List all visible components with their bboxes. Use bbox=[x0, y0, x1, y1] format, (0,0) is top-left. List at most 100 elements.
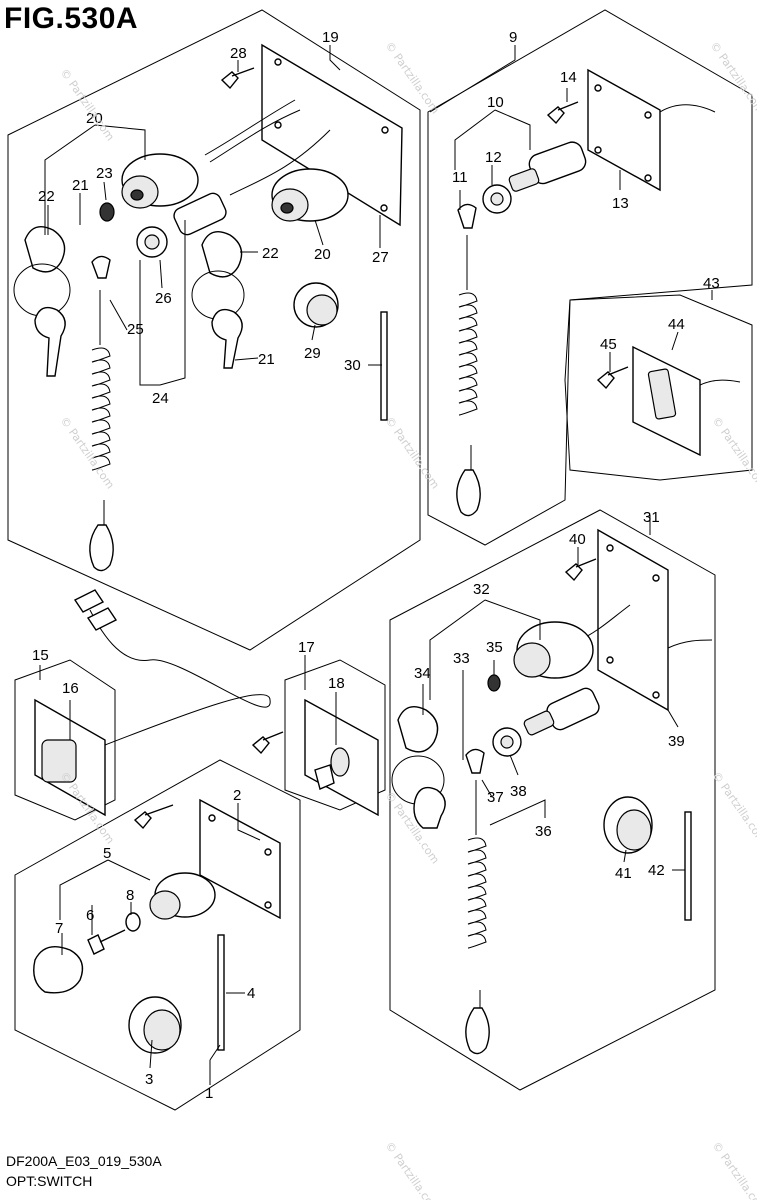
plate-hole bbox=[264, 901, 272, 909]
lanyard-coil bbox=[458, 235, 478, 470]
callout-22b: 22 bbox=[262, 245, 279, 262]
callout-2: 2 bbox=[233, 787, 241, 804]
ignition-switch-32-face bbox=[513, 642, 551, 678]
callout-36: 36 bbox=[535, 823, 552, 840]
key-cover-7 bbox=[33, 946, 84, 994]
key-22-left bbox=[24, 226, 66, 273]
callout-5: 5 bbox=[103, 845, 111, 862]
callout-31: 31 bbox=[643, 509, 660, 526]
figure-description: OPT:SWITCH bbox=[6, 1173, 93, 1189]
callout-11: 11 bbox=[452, 169, 468, 186]
lanyard-coil-25 bbox=[91, 290, 111, 525]
ignition-switch-keyhole bbox=[280, 202, 294, 214]
callout-28: 28 bbox=[230, 45, 247, 62]
stop-switch-cable bbox=[659, 104, 716, 113]
callout-32: 32 bbox=[473, 581, 490, 598]
callout-19: 19 bbox=[322, 29, 339, 46]
stop-switch-shaft bbox=[523, 710, 555, 736]
cap-29-rim bbox=[306, 294, 338, 326]
callout-7: 7 bbox=[55, 920, 63, 937]
watermark: © Partzilla.com bbox=[708, 39, 757, 116]
leader-lines bbox=[39, 45, 713, 1085]
watermark: © Partzilla.com bbox=[710, 769, 757, 846]
switch-18-lever bbox=[314, 764, 335, 790]
plate-hole bbox=[380, 204, 388, 212]
plate-hole bbox=[274, 58, 282, 66]
callout-18: 18 bbox=[328, 675, 345, 692]
callout-20a: 20 bbox=[86, 110, 103, 127]
callout-43: 43 bbox=[703, 275, 720, 292]
figure-title: FIG.530A bbox=[4, 2, 139, 35]
callout-21b: 21 bbox=[258, 351, 275, 368]
callout-33: 33 bbox=[453, 650, 470, 667]
group-outline-top-left bbox=[7, 9, 421, 651]
mounting-plate-2 bbox=[199, 798, 281, 920]
screw bbox=[133, 804, 174, 830]
plate-hole bbox=[594, 146, 602, 154]
callout-30: 30 bbox=[344, 357, 361, 374]
connector bbox=[73, 589, 118, 631]
callout-12: 12 bbox=[485, 149, 502, 166]
callout-8: 8 bbox=[126, 887, 134, 904]
wire-harness bbox=[204, 99, 296, 156]
plate-hole bbox=[606, 544, 614, 552]
washer-35 bbox=[487, 674, 501, 692]
callout-26: 26 bbox=[155, 290, 172, 307]
plate-hole bbox=[644, 174, 652, 182]
cable-tie-4 bbox=[217, 934, 225, 1051]
callout-1: 1 bbox=[205, 1085, 213, 1102]
mounting-plate-19 bbox=[261, 43, 403, 227]
callout-20b: 20 bbox=[314, 246, 331, 263]
lanyard-clip bbox=[91, 255, 111, 279]
callout-34: 34 bbox=[414, 665, 431, 682]
watermark: © Partzilla.com bbox=[58, 66, 117, 143]
plate-hole bbox=[274, 121, 282, 129]
callout-44: 44 bbox=[668, 316, 685, 333]
screw-40 bbox=[564, 558, 597, 582]
lanyard-snap-hook bbox=[89, 524, 114, 572]
key-21-right bbox=[211, 308, 243, 369]
group-outline-switch-15 bbox=[14, 659, 116, 821]
plate-hole bbox=[652, 574, 660, 582]
key-33 bbox=[413, 786, 446, 829]
plate-hole bbox=[208, 814, 216, 822]
lanyard-clip-37 bbox=[465, 748, 485, 774]
washer-8 bbox=[125, 912, 141, 932]
switch-16-cable bbox=[89, 609, 271, 746]
callout-10: 10 bbox=[487, 94, 504, 111]
callout-35: 35 bbox=[486, 639, 503, 656]
ignition-switch-keyhole bbox=[130, 189, 144, 201]
callout-3: 3 bbox=[145, 1071, 153, 1088]
group-outline-bottom-left bbox=[14, 759, 301, 1111]
rocker-switch bbox=[647, 368, 677, 420]
callout-38: 38 bbox=[510, 783, 527, 800]
group-outline-switch-17 bbox=[284, 659, 386, 811]
key-21-left bbox=[34, 306, 66, 377]
callout-21a: 21 bbox=[72, 177, 89, 194]
callout-17: 17 bbox=[298, 639, 315, 656]
callout-22a: 22 bbox=[38, 188, 55, 205]
callout-15: 15 bbox=[32, 647, 49, 664]
cable-tie-42 bbox=[684, 811, 692, 921]
watermark: © Partzilla.com bbox=[710, 414, 757, 491]
lanyard-snap-hook bbox=[456, 469, 481, 517]
mounting-plate-13 bbox=[587, 68, 661, 192]
callout-16: 16 bbox=[62, 680, 79, 697]
callout-14: 14 bbox=[560, 69, 577, 86]
figure-code: DF200A_E03_019_530A bbox=[6, 1153, 162, 1169]
plate-hole bbox=[264, 848, 272, 856]
plate-hole bbox=[594, 84, 602, 92]
screw-45 bbox=[596, 366, 629, 390]
plate-hole bbox=[644, 111, 652, 119]
nut-12-hole bbox=[490, 192, 504, 206]
plate-hole bbox=[606, 656, 614, 664]
plate-hole bbox=[652, 691, 660, 699]
stop-switch-nut-hole bbox=[144, 234, 160, 250]
switch-16-knob bbox=[41, 739, 77, 783]
watermark: © Partzilla.com bbox=[383, 1139, 442, 1200]
callout-24: 24 bbox=[152, 390, 169, 407]
key-34 bbox=[397, 706, 439, 753]
watermark: © Partzilla.com bbox=[383, 414, 442, 491]
group-outline-bottom-right bbox=[389, 509, 716, 1091]
